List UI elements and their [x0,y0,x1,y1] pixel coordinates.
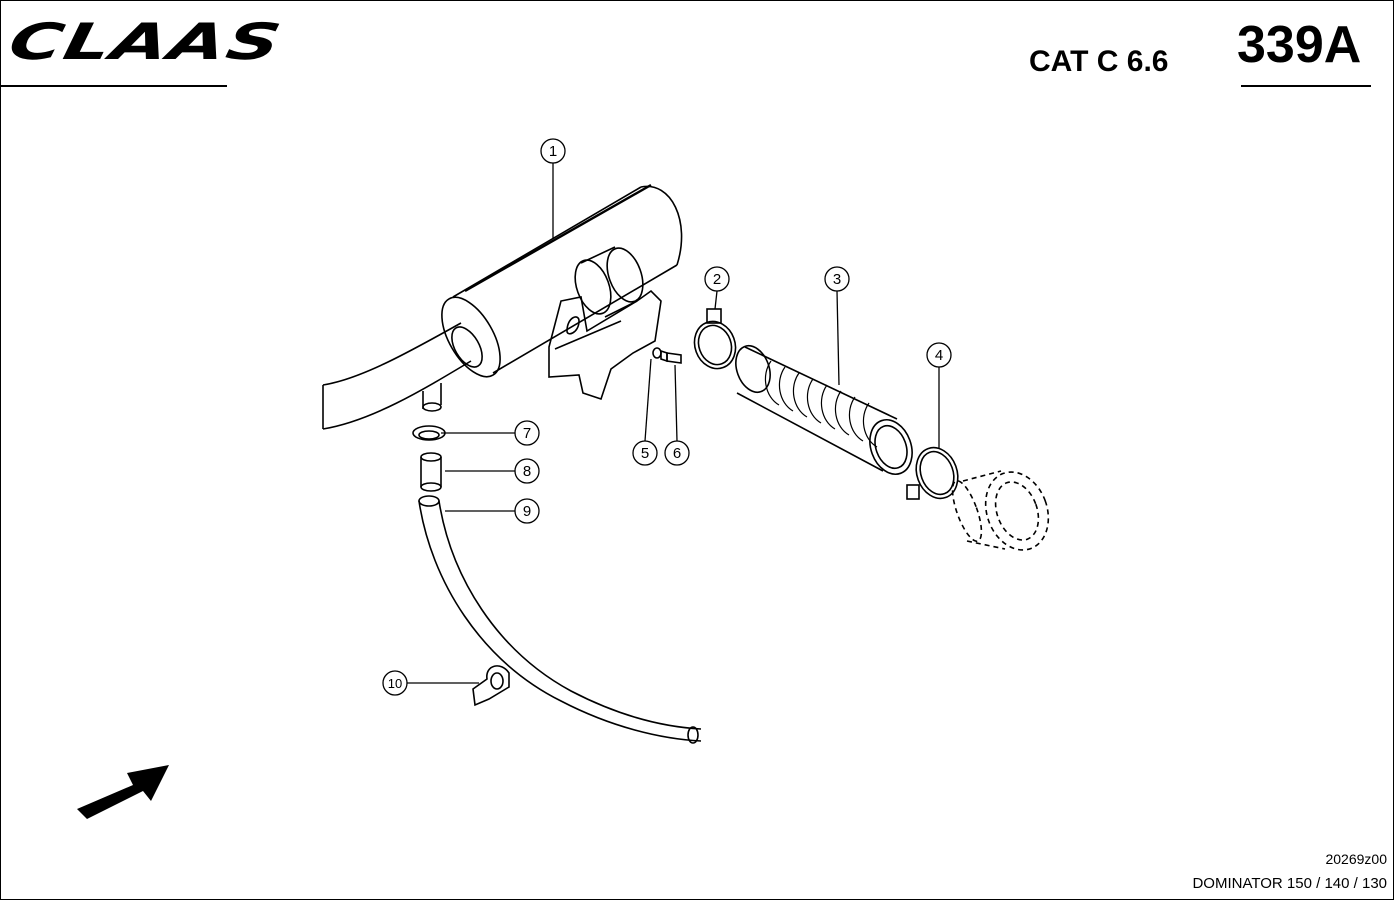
engine-label: CAT C 6.6 [1029,45,1169,78]
header-rule-left [1,85,227,87]
header-rule-right [1241,85,1371,87]
callout-8: 8 [514,458,540,484]
air-intake-reference [951,470,1050,551]
callout-5: 5 [632,440,658,466]
bolt-6 [660,349,682,364]
flexible-hose-3 [735,344,913,475]
hose-connector-8 [420,452,442,492]
svg-text:1: 1 [549,143,557,160]
callout-10: 10 [382,670,408,696]
small-clamp-7 [412,425,446,441]
svg-text:6: 6 [673,445,681,462]
callout-9: 9 [514,498,540,524]
callout-leaders [407,163,940,684]
callout-4: 4 [926,342,952,368]
page-number: 339A [1237,16,1362,74]
callout-7: 7 [514,420,540,446]
hose-clamp-2 [693,308,737,370]
svg-text:3: 3 [833,271,841,288]
svg-text:9: 9 [523,503,531,520]
callout-3: 3 [824,266,850,292]
svg-text:4: 4 [935,347,943,364]
svg-text:7: 7 [523,425,531,442]
callout-2: 2 [704,266,730,292]
svg-text:8: 8 [523,463,531,480]
drawing-number: 20269z00 [1325,851,1387,867]
muffler [422,183,683,412]
exhaust-pipe [322,322,472,430]
svg-text:2: 2 [713,271,721,288]
direction-arrow-icon [77,765,169,819]
hose-clamp-4 [906,446,959,500]
svg-text:5: 5 [641,445,649,462]
model-designation: DOMINATOR 150 / 140 / 130 [1192,875,1387,892]
washer-5 [652,347,662,359]
svg-text:10: 10 [388,676,402,691]
drain-hose-9 [418,495,702,744]
callout-1: 1 [540,138,566,164]
hose-clip-10 [472,665,510,707]
callout-6: 6 [664,440,690,466]
